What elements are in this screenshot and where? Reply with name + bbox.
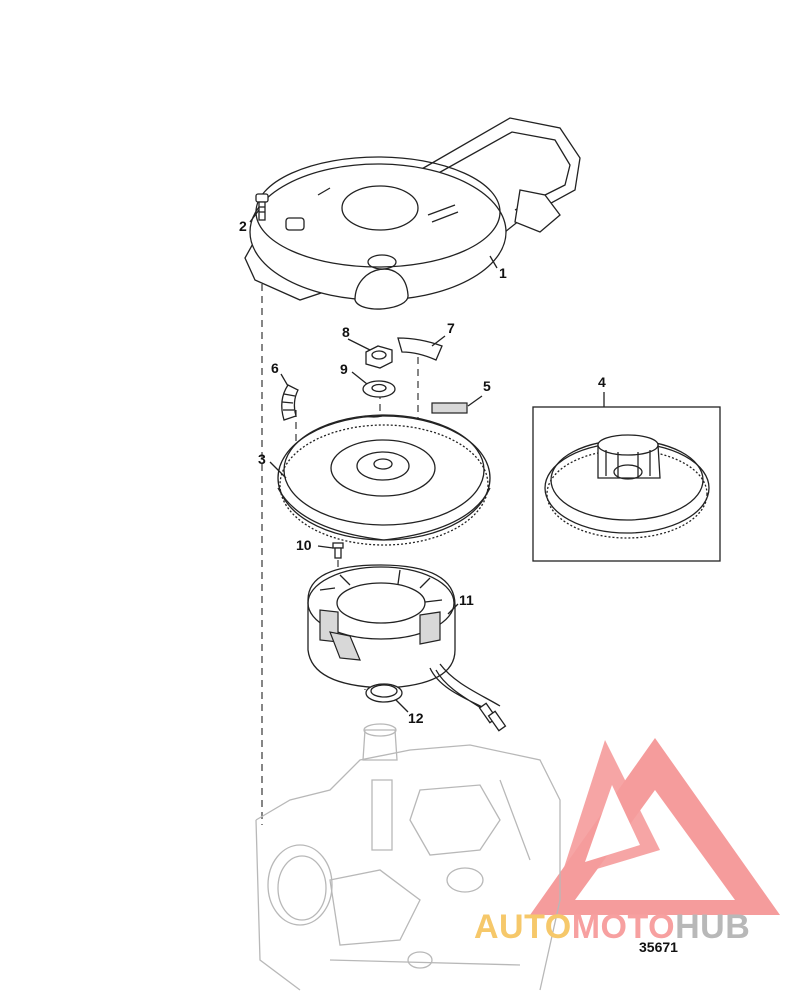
leader-lines	[249, 209, 498, 713]
callout-11: 11	[459, 592, 474, 608]
callout-10: 10	[296, 537, 312, 553]
callout-6: 6	[271, 360, 279, 376]
callout-4: 4	[598, 374, 606, 390]
watermark-text-part1: AUTO	[474, 908, 572, 946]
powerhead-block	[255, 723, 561, 991]
callout-3: 3	[258, 451, 266, 467]
callout-9: 9	[340, 361, 348, 377]
callout-5: 5	[483, 378, 491, 394]
flywheel-cover	[244, 117, 581, 310]
flywheel-3	[277, 414, 491, 546]
washer-9	[362, 380, 396, 398]
spacer-7	[397, 337, 443, 361]
key-5	[431, 402, 468, 414]
ring-12	[365, 683, 403, 703]
callout-8: 8	[342, 324, 350, 340]
screw-10	[332, 542, 344, 559]
callout-7: 7	[447, 320, 455, 336]
watermark-logo-icon	[530, 738, 780, 915]
watermark-text-part2: MOTO	[571, 908, 676, 946]
callout-2: 2	[239, 218, 247, 234]
watermark-text-part3: HUB	[675, 908, 751, 946]
callout-1: 1	[499, 265, 507, 281]
watermark-text: AUTOMOTOHUB	[474, 908, 750, 947]
nut-8	[365, 345, 393, 369]
stator-11	[307, 564, 507, 732]
callout-12: 12	[408, 710, 424, 726]
figure-number: 35671	[639, 939, 678, 955]
inset-box-4	[532, 392, 721, 562]
ring-gear-segment-6	[281, 384, 299, 421]
